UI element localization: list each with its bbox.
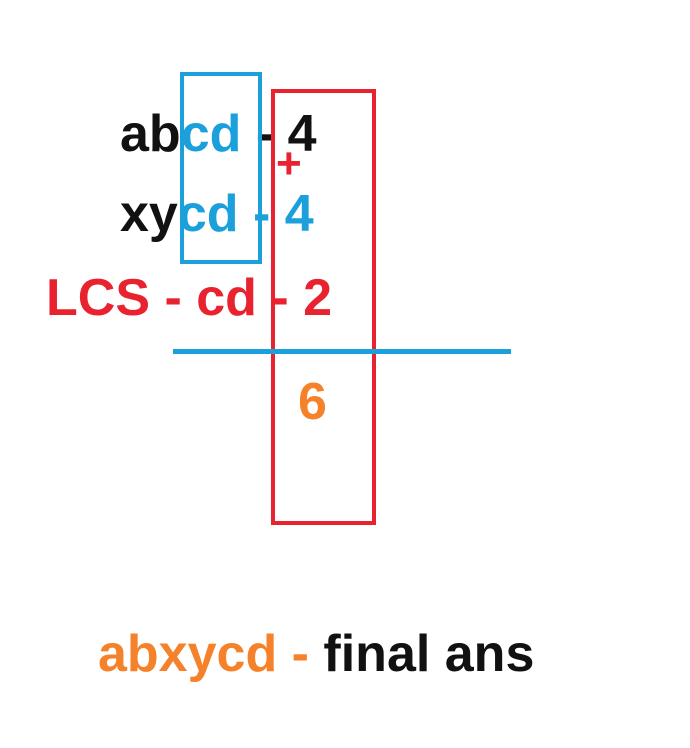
- string-2-row: xycd - 4: [120, 188, 314, 240]
- lcs-length: 2: [303, 269, 333, 327]
- string-1-prefix: ab: [120, 105, 181, 163]
- lcs-row: LCS - cd - 2: [46, 272, 332, 324]
- final-answer-row: abxycd - final ans: [98, 628, 534, 680]
- string-1-row: abcd - 4: [120, 108, 317, 160]
- final-answer-string: abxycd -: [98, 625, 324, 683]
- string-2-common-part: cd: [177, 185, 239, 243]
- plus-operator: +: [276, 139, 302, 188]
- length-column-highlight-box: [271, 89, 376, 525]
- final-answer-label: final ans: [323, 625, 535, 683]
- string-2-prefix: xy: [120, 185, 178, 243]
- lcs-label: LCS - cd -: [46, 269, 304, 327]
- common-substring-highlight-box: [180, 72, 262, 264]
- string-1-length: 4: [287, 105, 317, 163]
- sum-line: [173, 349, 511, 354]
- string-2-length: 4: [284, 185, 314, 243]
- string-1-common-part: cd: [180, 105, 242, 163]
- sum-result: 6: [298, 373, 327, 431]
